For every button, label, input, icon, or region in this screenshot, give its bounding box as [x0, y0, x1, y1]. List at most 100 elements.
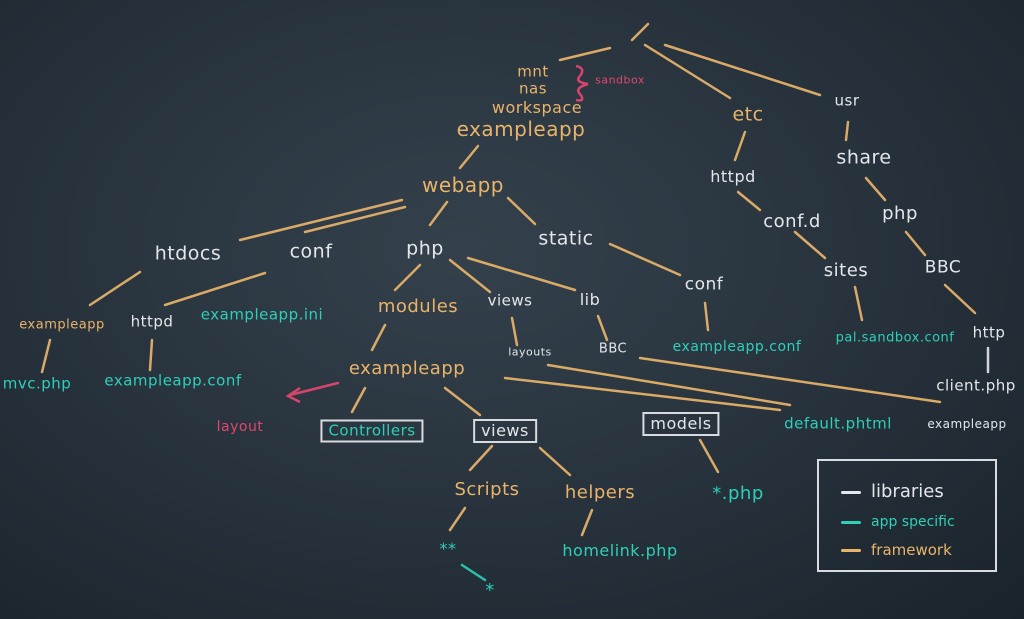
annotation-sandbox: sandbox	[595, 73, 645, 87]
edge-scripts-starstar	[448, 506, 467, 532]
edge-layouts-default	[546, 363, 792, 407]
node-etc: etc	[732, 103, 764, 126]
node-pal-sandbox-conf: pal.sandbox.conf	[835, 330, 955, 346]
edge-starstar-star	[460, 563, 487, 582]
node-exampleapp-module: exampleapp	[348, 358, 466, 379]
node-bbc-lib: BBC	[598, 341, 628, 357]
node-homelink-php: homelink.php	[562, 541, 678, 560]
node-exampleapp-client: exampleapp	[927, 417, 1007, 431]
edge-root-mnt	[558, 46, 612, 62]
edge-static-conf	[608, 242, 682, 277]
node-share: share	[836, 146, 892, 169]
edge-module-views	[443, 386, 482, 417]
edge-httpd-confd	[736, 190, 762, 212]
node-php-usr: php	[882, 203, 918, 224]
node-exampleapp-root: exampleapp	[456, 117, 586, 141]
edge-bbc-exampleapp	[638, 356, 942, 404]
legend-swatch-app-specific	[841, 520, 861, 524]
node-usr: usr	[834, 91, 860, 110]
node-client-php: client.php	[936, 376, 1016, 395]
node-mvc-php: mvc.php	[2, 374, 72, 393]
edge-exampleapp-mvc	[40, 338, 52, 374]
node-static: static	[538, 227, 594, 250]
legend-label-libraries: libraries	[871, 481, 944, 502]
legend-swatch-framework	[841, 549, 861, 552]
edge-php-modules	[393, 263, 422, 292]
edge-sites-palsandbox	[853, 285, 864, 322]
node-webapp: webapp	[421, 173, 505, 197]
edge-htdocs-exampleapp	[88, 270, 142, 307]
node-exampleapp-htdocs: exampleapp	[19, 317, 105, 333]
edge-modules-exampleapp	[370, 323, 387, 352]
node-default-phtml: default.phtml	[784, 414, 892, 433]
edge-root-tick	[630, 22, 650, 42]
layout-arrow-shaft	[288, 381, 340, 397]
edge-httpd-exampleappconf	[148, 338, 154, 372]
edge-confd-sites	[793, 230, 827, 260]
edge-php-lib	[466, 256, 577, 292]
layout-arrowhead-icon	[285, 386, 301, 404]
edge-php-views	[448, 258, 492, 294]
edge-webapp-static	[506, 196, 537, 226]
legend: libraries app specific framework	[817, 459, 997, 572]
node-modules: modules	[377, 296, 459, 317]
edge-webapp-php	[428, 200, 449, 227]
edge-root-usr	[663, 43, 822, 97]
node-exampleapp-conf-static: exampleapp.conf	[672, 339, 802, 355]
legend-label-app-specific: app specific	[871, 514, 955, 530]
edge-conf-exampleappconf	[703, 301, 710, 332]
node-scripts: Scripts	[454, 479, 520, 500]
edge-webapp-conf	[303, 205, 407, 234]
node-controllers: Controllers	[320, 419, 424, 443]
node-workspace: workspace	[491, 98, 583, 117]
node-helpers: helpers	[564, 482, 636, 503]
edge-lib-bbc	[596, 314, 609, 342]
sandbox-brace-icon	[575, 64, 589, 102]
node-sites: sites	[823, 260, 869, 281]
node-bbc-usr: BBC	[924, 257, 962, 278]
node-conf-d: conf.d	[763, 211, 821, 232]
edge-conf-httpd	[163, 271, 267, 307]
node-httpd-conf: httpd	[130, 312, 174, 331]
edge-models-starphp	[698, 438, 720, 474]
edge-php-bbc	[904, 230, 927, 257]
node-star: *	[485, 580, 495, 601]
node-star-php: *.php	[712, 483, 764, 504]
edge-module-controllers	[350, 386, 367, 414]
node-exampleapp-conf-httpd: exampleapp.conf	[104, 371, 242, 390]
edge-share-php	[864, 176, 887, 202]
node-nas: nas	[518, 79, 548, 98]
node-conf-static: conf	[684, 274, 724, 295]
node-views-module: views	[473, 419, 537, 443]
edge-webapp-htdocs	[238, 198, 404, 242]
edge-views-helpers	[538, 446, 572, 477]
node-layouts: layouts	[508, 345, 552, 359]
node-http-bbc: http	[972, 323, 1006, 342]
node-views-php: views	[487, 291, 533, 310]
legend-swatch-libraries	[841, 490, 861, 494]
edge-module-default	[503, 376, 782, 412]
legend-row-libraries: libraries	[841, 483, 944, 501]
node-lib: lib	[579, 290, 601, 309]
edge-views-layouts	[510, 316, 519, 347]
node-php-webapp: php	[406, 237, 444, 260]
legend-row-app-specific: app specific	[841, 515, 955, 529]
node-httpd-etc: httpd	[710, 167, 756, 186]
annotation-layout: layout	[216, 419, 264, 435]
edge-exampleapp-webapp	[458, 144, 480, 170]
edge-root-etc	[643, 43, 732, 100]
node-models: models	[642, 412, 720, 436]
node-mnt: mnt	[517, 62, 549, 81]
edge-views-scripts	[468, 444, 494, 472]
edge-bbc-http	[943, 283, 977, 315]
node-htdocs: htdocs	[154, 242, 222, 265]
node-exampleapp-ini: exampleapp.ini	[200, 305, 324, 324]
legend-row-framework: framework	[841, 543, 952, 558]
edge-usr-share	[844, 120, 850, 142]
node-star-star: **	[439, 539, 457, 558]
legend-label-framework: framework	[871, 541, 952, 559]
node-conf-webapp: conf	[289, 240, 333, 263]
edge-etc-httpd	[733, 130, 747, 162]
